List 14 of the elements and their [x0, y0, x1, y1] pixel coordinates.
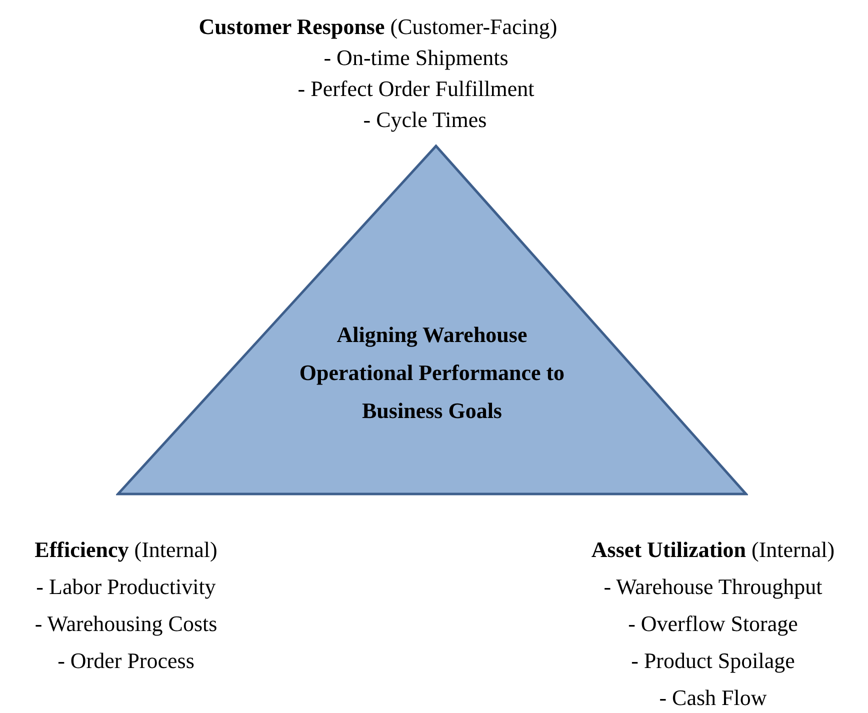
list-item: - Labor Productivity — [36, 574, 216, 600]
list-item: - Overflow Storage — [628, 611, 798, 637]
list-item: - Warehouse Throughput — [604, 574, 822, 600]
list-item: - Warehousing Costs — [34, 611, 218, 637]
center-title: Aligning Warehouse Operational Performance to Business Goals — [298, 321, 566, 425]
list-item: - Cycle Times — [363, 107, 487, 133]
list-item: - Cash Flow — [659, 685, 767, 711]
list-item: - Product Spoilage — [631, 648, 795, 674]
section-heading: Efficiency (Internal) — [34, 537, 218, 563]
list-item: - On-time Shipments — [324, 45, 508, 71]
section-heading: Asset Utilization (Internal) — [591, 537, 835, 563]
section-heading: Customer Response (Customer-Facing) — [198, 14, 558, 40]
list-item: - Order Process — [58, 648, 194, 674]
list-item: - Perfect Order Fulfillment — [298, 76, 534, 102]
